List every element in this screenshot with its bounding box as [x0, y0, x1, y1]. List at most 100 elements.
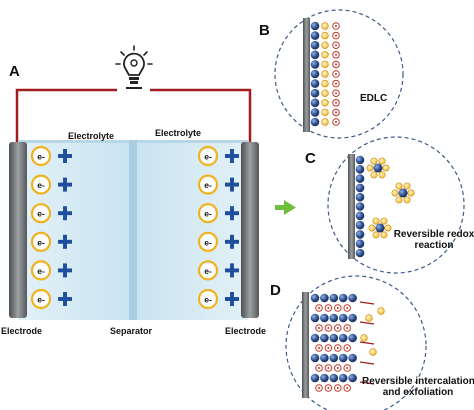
layer-sphere: [320, 373, 329, 383]
arrow-right-icon: [275, 200, 296, 215]
positive-ion-marker: [58, 263, 72, 278]
panel-d-inset: [285, 275, 427, 410]
positive-ion-marker: [225, 263, 239, 278]
layer-sphere: [310, 373, 320, 383]
svg-text:e-: e-: [204, 266, 212, 276]
electrode-sphere: [355, 165, 365, 174]
layer-sphere: [348, 373, 357, 383]
layer-sphere: [329, 333, 339, 343]
layer-sphere: [348, 293, 357, 303]
layer-sphere: [338, 313, 348, 323]
layer-sphere: [320, 313, 329, 323]
redox-cluster: [391, 182, 415, 204]
layer-sphere: [348, 313, 357, 323]
adsorbed-ion: [321, 108, 329, 117]
electrode-sphere: [310, 69, 320, 79]
electrode-sphere: [355, 155, 365, 165]
separator-bar: [129, 140, 137, 320]
electrode-sphere: [310, 21, 320, 31]
svg-text:e-: e-: [37, 209, 45, 219]
svg-text:e-: e-: [204, 209, 212, 219]
layer-sphere: [310, 293, 320, 303]
positive-ion-marker: [58, 177, 72, 192]
redox-label-line2: reaction: [414, 240, 454, 251]
layer-sphere: [320, 333, 329, 343]
panel-c-inset: [327, 136, 465, 274]
adsorbed-ion: [321, 118, 329, 126]
light-bulb-icon: [115, 45, 153, 89]
electrolyte-right-label: Electrolyte: [155, 128, 202, 138]
svg-text:e-: e-: [37, 152, 45, 162]
layer-sphere: [338, 333, 348, 343]
layer-sphere: [338, 373, 348, 383]
electrode-sphere: [310, 79, 320, 88]
adsorbed-ion: [321, 41, 329, 49]
electrolyte-left-label: Electrolyte: [68, 131, 115, 141]
electrode-sphere: [310, 31, 320, 40]
electrode-sphere: [355, 183, 365, 193]
svg-text:e-: e-: [204, 295, 212, 305]
right-charge-rows: e-e-e-e-e-e-: [197, 145, 239, 310]
electron-marker: e-: [30, 203, 52, 224]
layer-sphere: [348, 353, 357, 363]
layer-sphere: [329, 353, 339, 363]
positive-ion-marker: [58, 234, 72, 249]
electron-marker: e-: [197, 231, 219, 252]
positive-ion-marker: [58, 206, 72, 221]
free-ion: [369, 348, 377, 356]
adsorbed-ion: [321, 79, 329, 88]
electron-marker: e-: [30, 288, 52, 310]
adsorbed-ion: [321, 60, 329, 69]
electrode-sphere: [355, 248, 365, 258]
electrode-sphere: [310, 88, 320, 98]
left-charge-rows: e-e-e-e-e-e-: [30, 145, 72, 310]
positive-ion-marker: [58, 149, 72, 163]
positive-ion-marker: [225, 234, 239, 249]
electrode-right-label: Electrode: [225, 326, 267, 336]
adsorbed-ion: [321, 99, 329, 107]
electrode-sphere: [355, 174, 365, 183]
electrode-sphere: [310, 98, 320, 108]
svg-text:e-: e-: [204, 180, 212, 190]
svg-text:e-: e-: [37, 237, 45, 247]
positive-ion-marker: [225, 149, 239, 163]
layer-sphere: [310, 353, 320, 363]
layer-sphere: [320, 293, 329, 303]
circuit-wire: [15, 88, 117, 142]
panel-b-inset: [274, 9, 404, 139]
electrode-sphere: [310, 108, 320, 117]
adsorbed-ion: [321, 89, 329, 97]
svg-text:e-: e-: [37, 266, 45, 276]
svg-text:e-: e-: [37, 180, 45, 190]
edlc-label: EDLC: [360, 93, 388, 104]
redox-label: Reversible redox reaction: [392, 229, 474, 251]
electrode-sphere: [355, 211, 365, 221]
svg-text:e-: e-: [204, 152, 212, 162]
electron-marker: e-: [197, 145, 219, 167]
circuit-wire-right: [150, 88, 252, 142]
electron-marker: e-: [197, 260, 219, 281]
electron-marker: e-: [30, 231, 52, 252]
electrode-sphere: [310, 117, 320, 127]
electrode-sphere: [355, 220, 365, 230]
panel-label-d: D: [270, 282, 281, 299]
layer-sphere: [320, 353, 329, 363]
layer-sphere: [329, 293, 339, 303]
positive-ion-marker: [225, 177, 239, 192]
adsorbed-ion: [321, 22, 329, 30]
intercalation-label-line2: and exfoliation: [382, 387, 454, 398]
redox-label-line1: Reversible redox: [393, 229, 474, 240]
left-electrode: [9, 142, 27, 318]
exfoliation-line: [359, 341, 375, 345]
electrode-sphere: [310, 50, 320, 60]
right-electrode: [241, 142, 259, 318]
adsorbed-ion: [321, 70, 329, 78]
svg-text:e-: e-: [37, 295, 45, 305]
exfoliation-line: [359, 361, 375, 365]
redox-cluster: [366, 157, 390, 179]
layer-sphere: [338, 293, 348, 303]
electrode-sphere: [355, 239, 365, 248]
positive-ion-marker: [225, 292, 239, 306]
intercalation-label: Reversible intercalation and exfoliation: [362, 376, 474, 398]
